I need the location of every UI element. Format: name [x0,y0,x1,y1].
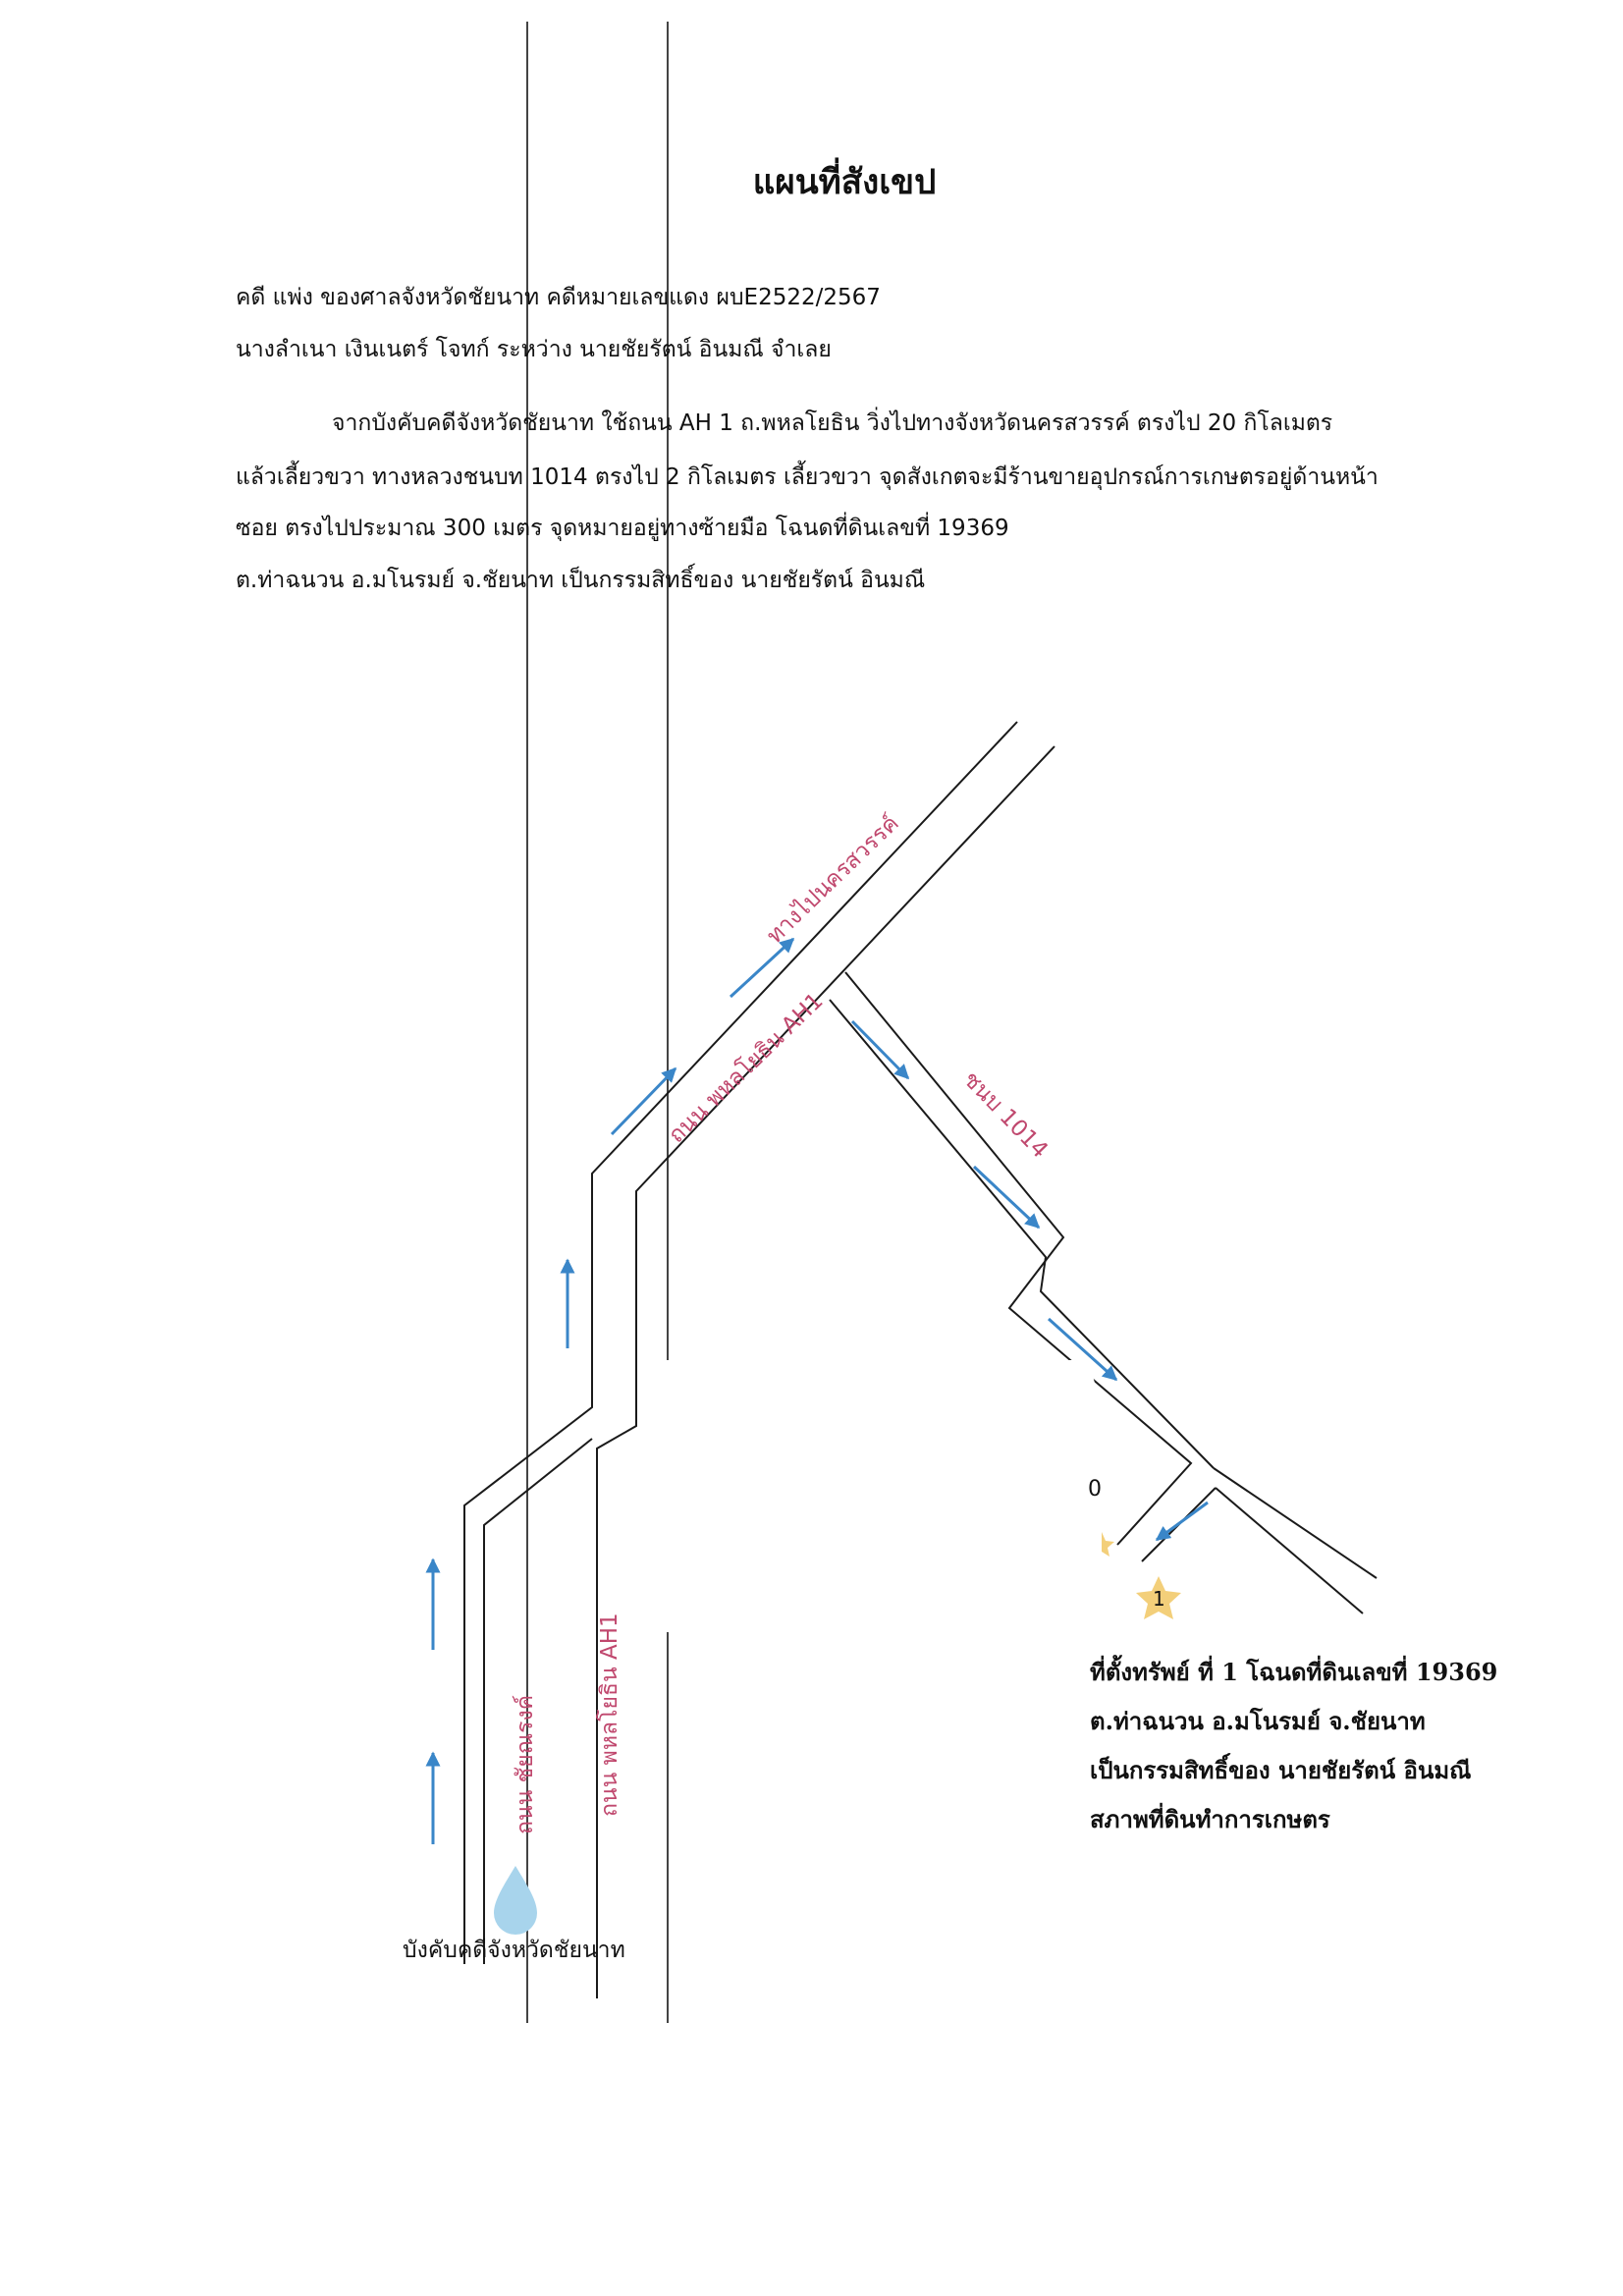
property-line-2: ต.ท่าฉนวน อ.มโนรมย์ จ.ชัยนาท [1090,1707,1426,1735]
direction-line-1: จากบังคับคดีจังหวัดชัยนาท ใช้ถนน AH 1 ถ.… [332,410,1333,436]
label-phahonyothin-lower: ถนน พหลโยธิน AH1 [596,1613,622,1817]
property-marker-number: 1 [1153,1587,1165,1611]
redacted-area [648,1360,1105,1640]
property-line-1: ที่ตั้งทรัพย์ ที่ 1 โฉนดที่ดินเลขที่ 193… [1090,1658,1498,1686]
direction-line-2: แล้วเลี้ยวขวา ทางหลวงชนบท 1014 ตรงไป 2 ก… [236,465,1379,490]
case-line-1: คดี แพ่ง ของศาลจังหวัดชัยนาท คดีหมายเลขแ… [236,285,881,310]
partial-star-icon [1102,1532,1114,1557]
road-rural-1014 [829,971,1378,1614]
property-star-icon [1136,1576,1181,1619]
origin-label: บังคับคดีจังหวัดชัยนาท [403,1938,625,1963]
road-phahonyothin [463,721,1055,1998]
direction-line-4: ต.ท่าฉนวน อ.มโนรมย์ จ.ชัยนาท เป็นกรรมสิท… [236,568,926,593]
case-line-2: นางลำเนา เงินเนตร์ โจทก์ ระหว่าง นายชัยร… [236,337,832,362]
origin-drop-icon [494,1866,537,1935]
label-rural-1014: ชนบ 1014 [958,1066,1053,1163]
direction-line-3: ซอย ตรงไปประมาณ 300 เมตร จุดหมายอยู่ทางซ… [236,516,1009,541]
label-chaiyanarong: ถนน ชัยณรงค์ [512,1695,538,1834]
direction-arrows [425,937,1209,1844]
partial-marker-text: 0 [1088,1477,1102,1502]
property-line-4: สภาพที่ดินทำการเกษตร [1090,1805,1330,1833]
page-title: แผนที่สังเขป [752,162,937,202]
property-line-3: เป็นกรรมสิทธิ์ของ นายชัยรัตน์ อินมณี [1090,1756,1472,1784]
